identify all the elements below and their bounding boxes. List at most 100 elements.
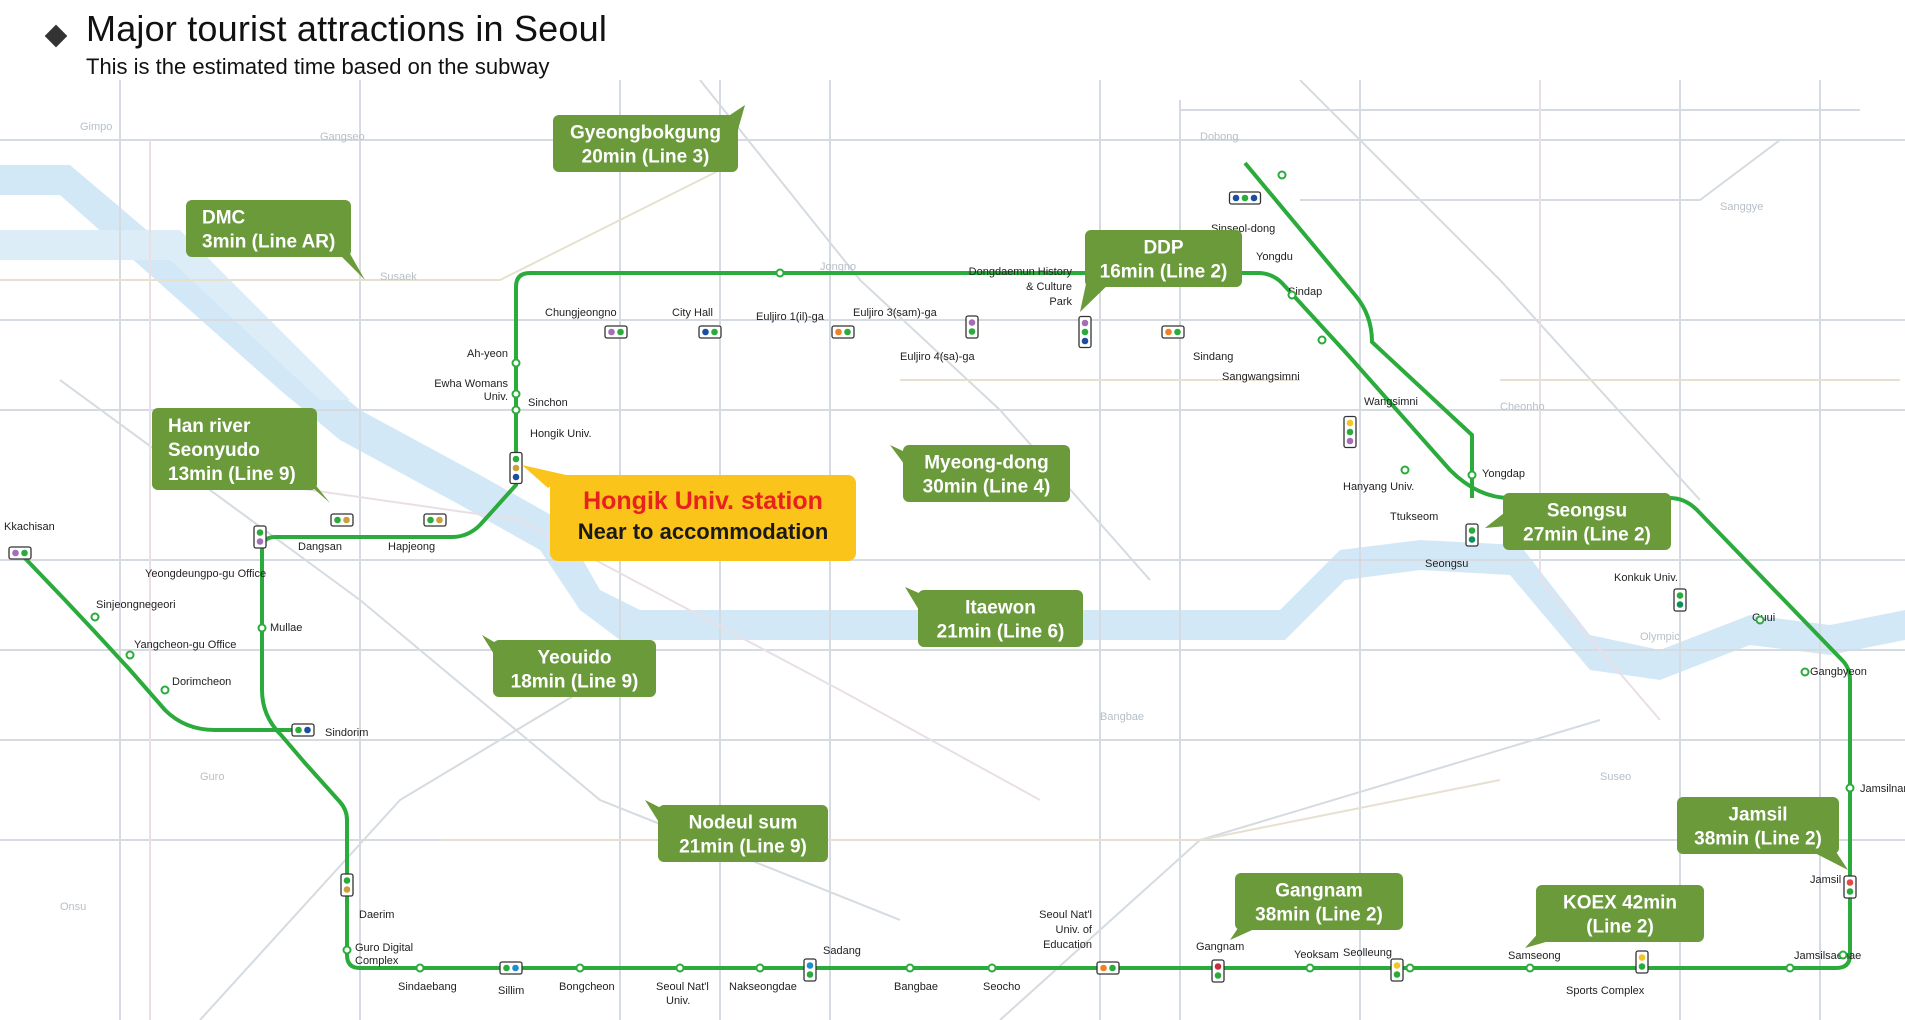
callout-text: Myeong-dong <box>924 453 1049 474</box>
transfer-station-icon[interactable] <box>340 873 354 897</box>
station-dot[interactable] <box>160 685 170 695</box>
station-label-jamsilsaenae: Jamsilsaenae <box>1794 950 1861 962</box>
station-dot[interactable] <box>511 405 521 415</box>
callout-text: Seonyudo <box>168 440 260 461</box>
station-label-wangsimni: Wangsimni <box>1364 396 1418 408</box>
callout-text: 21min (Line 6) <box>937 622 1065 643</box>
station-dot[interactable] <box>1467 470 1477 480</box>
transfer-station-icon[interactable] <box>698 325 722 339</box>
highlight-title: Hongik Univ. station <box>583 487 823 515</box>
svg-text:Gimpo: Gimpo <box>80 121 112 133</box>
callout-text: 18min (Line 9) <box>511 672 639 693</box>
callout-box <box>918 590 1083 647</box>
callout-box <box>152 408 317 490</box>
svg-text:Onsu: Onsu <box>60 901 86 913</box>
station-dot[interactable] <box>342 945 352 955</box>
transfer-station-icon[interactable] <box>8 546 32 560</box>
station-label-sinchon: Sinchon <box>528 397 568 409</box>
station-dot[interactable] <box>1838 950 1848 960</box>
transfer-station-icon[interactable] <box>499 961 523 975</box>
station-dot[interactable] <box>1277 170 1287 180</box>
transfer-station-icon[interactable] <box>1096 961 1120 975</box>
station-dot[interactable] <box>1287 290 1297 300</box>
transfer-station-icon[interactable] <box>1078 315 1092 349</box>
station-label-yongdap: Yongdap <box>1482 468 1525 480</box>
station-dot[interactable] <box>1800 667 1810 677</box>
station-dot[interactable] <box>775 268 785 278</box>
transfer-station-icon[interactable] <box>1211 959 1225 983</box>
transfer-station-icon[interactable] <box>1843 875 1857 899</box>
transfer-station-icon[interactable] <box>1465 523 1479 547</box>
transfer-station-icon[interactable] <box>604 325 628 339</box>
station-label-cityhall: City Hall <box>672 307 713 319</box>
station-dot[interactable] <box>1400 465 1410 475</box>
station-dot[interactable] <box>511 389 521 399</box>
station-dot[interactable] <box>415 963 425 973</box>
station-dot[interactable] <box>511 358 521 368</box>
callout-text: 38min (Line 2) <box>1255 905 1383 926</box>
station-dot[interactable] <box>905 963 915 973</box>
station-label-ddp1: Dongdaemun History <box>969 266 1073 278</box>
transfer-station-icon[interactable] <box>330 513 354 527</box>
transfer-station-icon[interactable] <box>803 958 817 982</box>
station-dot[interactable] <box>90 612 100 622</box>
station-label-ewha1: Ewha Womans <box>434 378 508 390</box>
transfer-station-icon[interactable] <box>1673 588 1687 612</box>
station-dot[interactable] <box>1785 963 1795 973</box>
station-label-yeongdeungpo: Yeongdeungpo-gu Office <box>145 568 266 580</box>
station-label-seocho: Seocho <box>983 981 1020 993</box>
station-label-sangwangsimni: Sangwangsimni <box>1222 371 1300 383</box>
transfer-station-icon[interactable] <box>1635 950 1649 974</box>
station-dot[interactable] <box>1755 615 1765 625</box>
svg-text:Dobong: Dobong <box>1200 131 1239 143</box>
station-dot[interactable] <box>125 650 135 660</box>
transfer-station-icon[interactable] <box>1390 958 1404 982</box>
transfer-station-icon[interactable] <box>1161 325 1185 339</box>
station-dot[interactable] <box>257 623 267 633</box>
station-dot[interactable] <box>987 963 997 973</box>
han-river <box>0 165 1905 680</box>
station-label-seongsu: Seongsu <box>1425 558 1468 570</box>
transfer-station-icon[interactable] <box>1228 191 1262 205</box>
transfer-station-icon[interactable] <box>1343 415 1357 449</box>
transfer-station-icon[interactable] <box>423 513 447 527</box>
station-dot[interactable] <box>1845 783 1855 793</box>
station-dot[interactable] <box>1305 963 1315 973</box>
station-dot[interactable] <box>1317 335 1327 345</box>
transfer-station-icon[interactable] <box>831 325 855 339</box>
station-label-sillim: Sillim <box>498 985 524 997</box>
transfer-station-icon[interactable] <box>291 723 315 737</box>
transfer-station-icon[interactable] <box>509 451 523 485</box>
station-label-yangcheon: Yangcheon-gu Office <box>134 639 236 651</box>
station-label-bongcheon: Bongcheon <box>559 981 615 993</box>
station-dot[interactable] <box>755 963 765 973</box>
station-dot[interactable] <box>575 963 585 973</box>
station-label-edu3: Education <box>1043 939 1092 951</box>
page-subtitle: This is the estimated time based on the … <box>86 54 550 79</box>
transfer-station-icon[interactable] <box>253 525 267 549</box>
station-dot[interactable] <box>1525 963 1535 973</box>
callout-text: Gyeongbokgung <box>570 123 721 144</box>
station-label-daerim: Daerim <box>359 909 394 921</box>
svg-text:Sanggye: Sanggye <box>1720 201 1763 213</box>
station-dot[interactable] <box>1405 963 1415 973</box>
svg-text:Olympic: Olympic <box>1640 631 1680 643</box>
hongik-highlight-callout[interactable]: Hongik Univ. station Near to accommodati… <box>522 465 856 561</box>
callout-text: 27min (Line 2) <box>1523 525 1651 546</box>
transfer-station-icon[interactable] <box>965 315 979 339</box>
callout-koex[interactable]: KOEX 42min(Line 2) <box>1525 885 1704 948</box>
station-dot[interactable] <box>675 963 685 973</box>
